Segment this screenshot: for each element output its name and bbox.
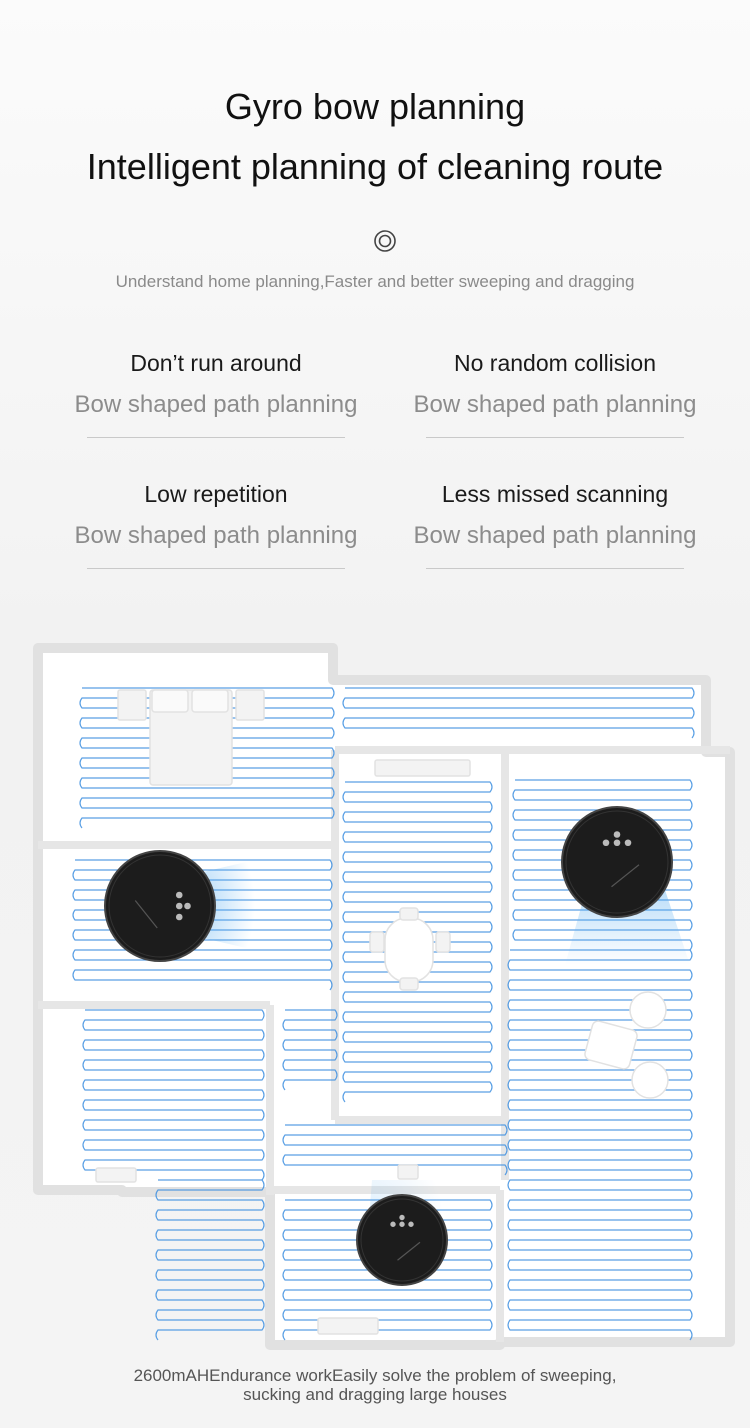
divider [87,437,345,438]
floorplan-illustration [33,643,735,1350]
cleaning-path [282,1009,338,1091]
feature-no-random-collision: No random collision Bow shaped path plan… [395,350,715,438]
robot-vacuum [356,1194,448,1286]
cleaning-path [82,1009,265,1181]
robot-button [175,902,183,910]
footer-line: sucking and dragging large houses [243,1385,507,1404]
page-subtitle-heading: Intelligent planning of cleaning route [86,146,664,187]
feature-low-repetition: Low repetition Bow shaped path planning [56,481,376,569]
robot-button [399,1214,405,1221]
robot-vacuum [104,850,216,962]
robot-button [184,902,191,910]
robot-button [175,913,183,921]
page-title: Gyro bow planning [224,86,526,127]
bed [149,689,233,786]
robot-button [613,839,621,847]
cleaning-path [507,949,693,1341]
divider [426,568,684,569]
feature-dont-run-around: Don’t run around Bow shaped path plannin… [56,350,376,438]
divider [426,437,684,438]
divider [87,568,345,569]
feature-desc: Bow shaped path planning [413,391,697,418]
floor-walls [33,643,735,1350]
feature-less-missed-scanning: Less missed scanning Bow shaped path pla… [395,481,715,569]
robot-button [408,1221,414,1227]
feature-desc: Bow shaped path planning [74,522,358,549]
stool [629,991,667,1029]
cleaning-paths [72,687,695,1341]
robot-button [624,839,632,847]
cleaning-path [342,781,493,1103]
target-icon [374,230,396,252]
feature-title: Low repetition [144,481,288,507]
dining-table [384,917,434,983]
feature-desc: Bow shaped path planning [413,522,697,549]
cleaning-path [282,1124,508,1176]
feature-title: Don’t run around [130,350,302,376]
feature-title: Less missed scanning [441,481,669,507]
tagline: Understand home planning,Faster and bett… [115,272,635,291]
cleaning-path [342,687,695,739]
cleaning-path [79,687,335,829]
robot-button [399,1221,405,1227]
feature-desc: Bow shaped path planning [74,391,358,418]
cleaning-path [155,1179,265,1341]
robots [104,806,673,1286]
robot-button [613,831,621,838]
robot-vacuum [561,806,673,918]
footer-line: 2600mAHEndurance workEasily solve the pr… [133,1366,617,1385]
cleaning-path [72,859,333,991]
cleaning-path [282,1199,493,1341]
robot-button [602,839,610,847]
robot-button [175,891,183,899]
furniture [95,689,669,1335]
robot-button [390,1221,396,1227]
cleaning-path [512,779,693,951]
feature-title: No random collision [454,350,656,376]
